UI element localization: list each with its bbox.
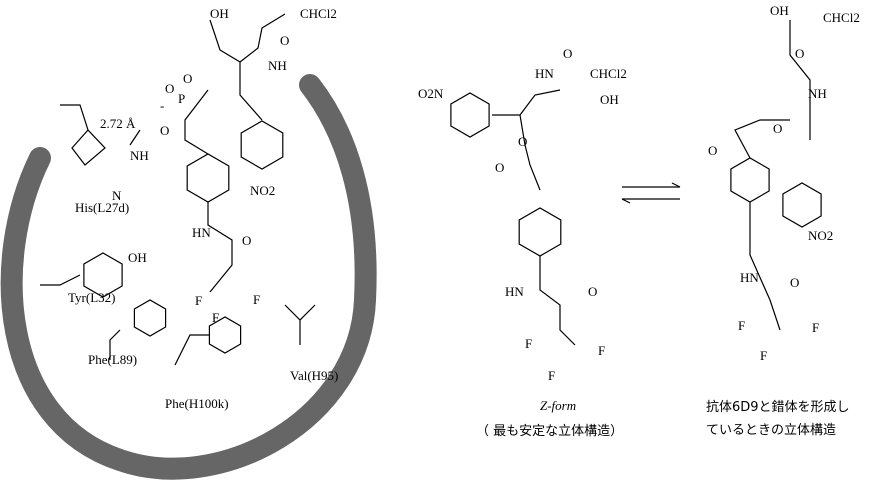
atom-label: NO2 [808,228,833,243]
atom-label: O [160,123,169,138]
benzene-ring [186,153,230,203]
atom-label: O [183,71,192,86]
distance-label: 2.72 Å [100,116,136,131]
benzene-ring [518,207,562,257]
atom-label: O [773,121,782,136]
phe-bond [109,329,121,360]
atom-label: NH [808,86,827,101]
val-bond [284,304,316,345]
linker-bond [184,89,209,155]
atom-label: F [525,336,532,351]
benzene-ring [450,92,490,138]
hbond [129,129,141,146]
zform-subtitle: （ 最も安定な立体構造） [476,424,624,439]
atom-label: O [795,46,804,61]
residue-tyr-label: Tyr(L32) [68,290,115,305]
atom-label: CHCl2 [300,6,337,21]
phenyl-ring [208,316,242,354]
tyr-bond [40,274,81,286]
phe-bond [174,334,210,366]
atom-label: O [588,284,597,299]
atom-label: F [195,293,202,308]
atom-label: HN [505,284,524,299]
zform-bond [539,256,576,346]
residue-phe-label: Phe(L89) [88,352,137,367]
zform-title: Z-form [540,398,577,413]
backbone-bond [209,19,263,121]
atom-label: N [112,188,122,203]
zform-bond [519,114,541,191]
atom-label: F [812,320,819,335]
charge-label: - [160,98,164,113]
atom-label: F [548,368,555,383]
atom-label: OH [210,6,229,21]
atom-label: F [253,292,260,307]
atom-label: OH [128,250,147,265]
residue-val-label: Val(H95) [290,368,338,383]
antibody-pocket-arc [0,74,377,480]
atom-label: F [212,310,219,325]
atom-label: NH [268,58,287,73]
atom-label: NH [130,148,149,163]
atom-label: OH [770,3,789,18]
bound-bond [789,20,811,140]
atom-label: O [165,81,174,96]
equilibrium-arrows [621,182,681,204]
atom-label: HN [192,225,211,240]
atom-label: F [738,318,745,333]
atom-label: O [790,275,799,290]
amide-bond [239,13,286,63]
bound-caption-line2: ているときの立体構造 [706,423,837,438]
atom-label: HN [740,270,759,285]
atom-label: HN [535,66,554,81]
benzene-ring [240,120,284,170]
atom-label: O [563,46,572,61]
atom-label: O [280,33,289,48]
phenyl-ring [133,299,167,337]
amide-bond [207,202,233,293]
atom-label: F [598,343,605,358]
atom-label: NO2 [250,183,275,198]
atom-label: O [708,143,717,158]
benzene-ring [782,182,822,228]
residue-his-label: His(L27d) [75,200,129,215]
bound-bond [749,202,781,331]
benzene-ring [730,157,770,203]
atom-label: OH [600,92,619,107]
atom-label: O [242,233,251,248]
imidazole-ring [60,104,106,166]
atom-label: CHCl2 [590,66,627,81]
atom-label: O [518,134,527,149]
atom-label: O2N [418,86,444,101]
bound-caption-line1: 抗体6D9と錯体を形成し [706,400,850,415]
zform-bond [492,89,561,116]
residue-phe2-label: Phe(H100k) [165,396,229,411]
atom-label: CHCl2 [823,10,860,25]
atom-label: F [760,348,767,363]
atom-label: O [495,160,504,175]
atom-label: P [178,91,185,106]
bound-bond [734,119,790,159]
phenol-ring [83,252,123,298]
